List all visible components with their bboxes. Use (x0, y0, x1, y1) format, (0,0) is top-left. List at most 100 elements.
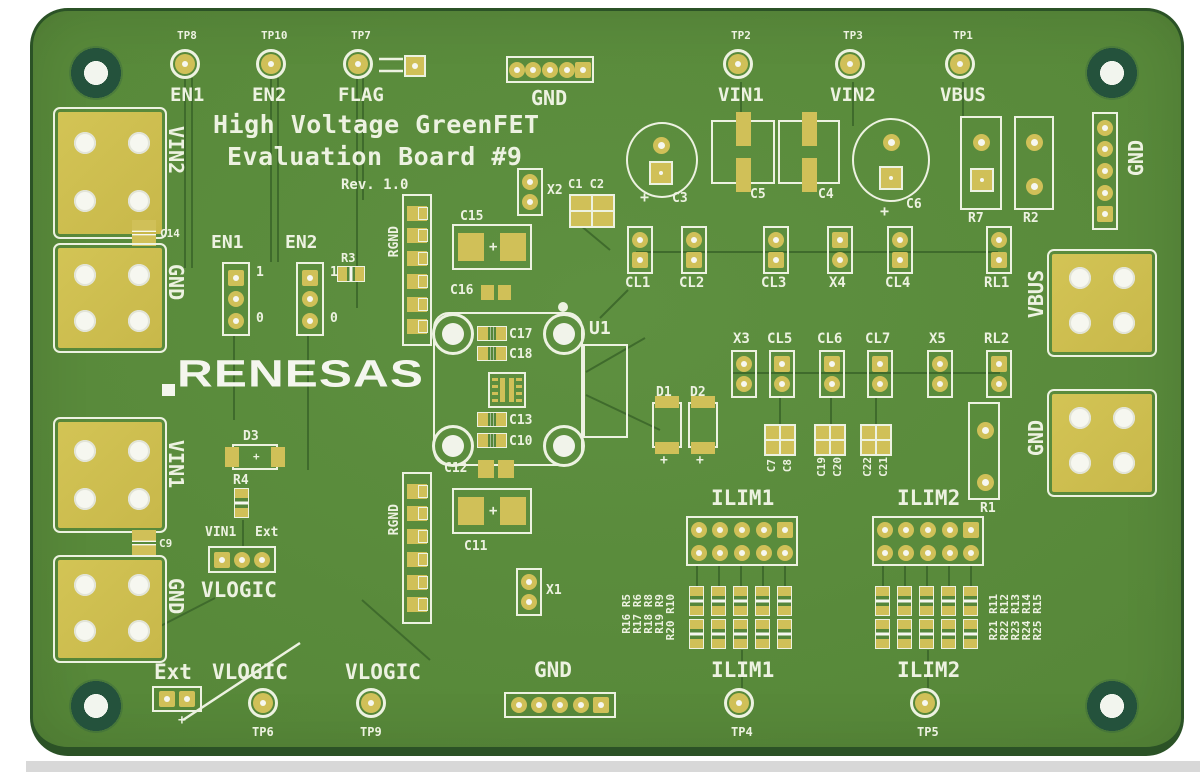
cl5-label: CL5 (767, 331, 793, 347)
cap-pad (877, 426, 890, 439)
cl6-label: CL6 (817, 331, 843, 347)
pin-pad (1097, 206, 1113, 223)
pad-hole (1069, 452, 1091, 474)
d1-diode (652, 396, 682, 454)
en1-jumper-header (222, 262, 250, 336)
renesas-logo-mark (162, 384, 175, 396)
cl1-label: CL1 (625, 275, 651, 291)
vlogic-select-label: VLOGIC (201, 578, 277, 602)
pin-pad (991, 356, 1007, 372)
gnd-header-right-label: GND (1124, 140, 1148, 177)
ilim2-res-label-5: R25 R15 (1031, 594, 1044, 641)
d2-label: D2 (690, 385, 706, 400)
ext-polarity-mark: + (178, 713, 186, 728)
pin-pad (876, 521, 893, 538)
x2-header (517, 168, 543, 216)
c11-label: C11 (464, 539, 488, 554)
c11-polarity-mark: + (489, 503, 498, 519)
fiducial-dot (558, 302, 568, 312)
pin-pad (551, 697, 568, 713)
pin-pad (892, 232, 908, 248)
tp9-label: TP9 (360, 725, 382, 739)
pin-pad (593, 697, 610, 713)
round-pad (977, 474, 994, 491)
pad-hole (128, 440, 150, 462)
vin1-signal-label: VIN1 (718, 84, 764, 106)
tp2-label: TP2 (731, 29, 751, 42)
pin-pad (872, 356, 888, 372)
pin-pad (712, 544, 729, 561)
pin-pad (768, 232, 784, 248)
pin-pad (632, 232, 648, 248)
en2-jumper-label: EN2 (285, 232, 318, 253)
rl2-header (986, 350, 1012, 398)
en1-pos0-label: 0 (256, 311, 264, 326)
mounting-hole (69, 46, 123, 100)
pin-pad (898, 521, 915, 538)
gnd-header-top (506, 56, 594, 83)
d1-label: D1 (656, 385, 672, 400)
pad-hole (74, 132, 96, 154)
testpoint-tp3 (835, 49, 865, 79)
cap-pad (781, 441, 794, 454)
ilim1-section-label: ILIM1 (711, 486, 775, 510)
flag-square-pad (404, 55, 426, 77)
resistor (875, 586, 890, 616)
pin-pad (991, 232, 1007, 248)
pin-pad (690, 521, 707, 538)
pin-pad (991, 252, 1007, 268)
smd-pad (407, 205, 428, 221)
pin-pad (755, 544, 772, 561)
ilim2-header (872, 516, 984, 566)
pin-pad (1097, 141, 1113, 158)
pad-hole (128, 620, 150, 642)
c12-label: C12 (444, 461, 468, 476)
tp4-label: TP4 (731, 725, 753, 739)
cap-pad (831, 426, 844, 439)
pin-pad (963, 544, 980, 561)
ext-vlogic-label: VLOGIC (212, 660, 288, 684)
gnd-pad-right-label: GND (1024, 420, 1048, 457)
pin-pad (755, 521, 772, 538)
vlogic-sel-ext-label: Ext (255, 525, 279, 540)
pin-pad (302, 291, 318, 307)
gnd-pad-label-top: GND (164, 264, 188, 301)
smd-pad (407, 597, 428, 613)
pin-pad (302, 312, 318, 329)
c3-label: C3 (672, 191, 688, 206)
pin-pad (932, 356, 948, 372)
round-pad (977, 422, 994, 439)
resistor (777, 619, 792, 649)
pad-hole (1113, 312, 1135, 334)
ilim1-res-label-5: R20 R10 (664, 594, 677, 641)
pad-hole (74, 620, 96, 642)
pad-hole (128, 264, 150, 286)
resistor (919, 619, 934, 649)
tp10-label: TP10 (261, 29, 288, 42)
c7-label: C7 (765, 459, 778, 473)
tp7-label: TP7 (351, 29, 371, 42)
c15-label: C15 (460, 209, 484, 224)
square-pad (879, 166, 903, 190)
round-pad (1026, 134, 1043, 151)
pin-pad (774, 356, 790, 372)
cap-pad (862, 441, 875, 454)
pad-hole (128, 132, 150, 154)
cap-pad (816, 441, 829, 454)
pin-pad (522, 194, 538, 210)
ext-vlogic-ext-label: Ext (154, 660, 192, 684)
resistor (755, 586, 770, 616)
u1-chip-footprint (488, 372, 526, 408)
c3-capacitor (626, 122, 698, 198)
ext-header (152, 686, 202, 712)
pin-pad (736, 376, 752, 392)
pin-pad (919, 544, 936, 561)
pad-hole (128, 488, 150, 510)
pad-hole (128, 574, 150, 596)
x4-label: X4 (829, 275, 846, 291)
c4-capacitor (778, 112, 840, 192)
pin-pad (963, 521, 980, 538)
c9-label: C9 (159, 537, 173, 550)
r1-label: R1 (980, 501, 996, 516)
pad-hole (128, 190, 150, 212)
